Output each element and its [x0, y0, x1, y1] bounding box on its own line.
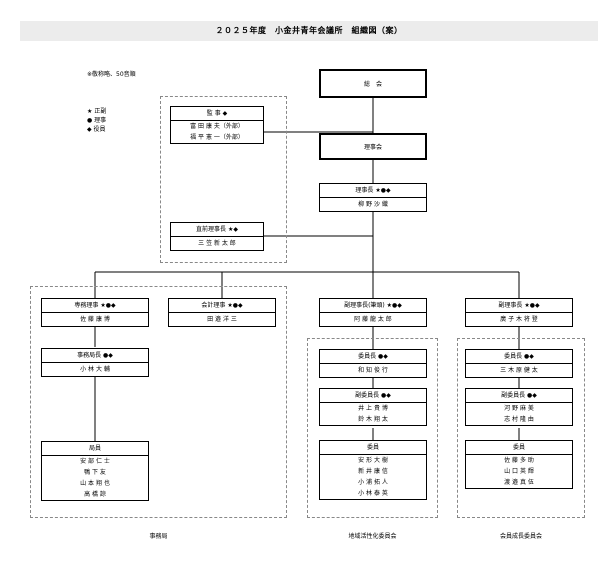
regional-member: 小 浦 拓 人 — [358, 479, 388, 486]
regional-members-role: 委員 — [320, 441, 426, 455]
membership-vice-member: 河 野 麻 美 — [504, 405, 534, 412]
secretariat-label: 事務局 — [149, 533, 168, 540]
office-chief-box: 事務局長 ●◆ 小 林 大 輔 — [41, 348, 149, 377]
page-title: ２０２５年度 小金井青年会議所 組織図（案） — [20, 21, 598, 41]
treasurer-box: 会計理事 ★●◆ 田 邉 洋 三 — [168, 298, 276, 327]
membership-group — [457, 338, 585, 518]
membership-members-box: 委員 佐 藤 多 助 山 口 英 輝 渡 邉 真 伍 — [465, 440, 573, 489]
membership-member: 渡 邉 真 伍 — [504, 479, 534, 486]
president-role: 理事長 ★●◆ — [320, 184, 426, 198]
staff-box: 局員 安 部 仁 士 鴨 下 友 山 本 翔 也 高 橋 諒 — [41, 441, 149, 501]
legend: ★ 正副 ● 理事 ◆ 役員 — [87, 107, 106, 134]
office-chief-role: 事務局長 ●◆ — [42, 349, 148, 363]
legend-item-vice: ★ 正副 — [87, 108, 107, 115]
membership-label: 会員成長委員会 — [499, 533, 542, 540]
vp-box: 副理事長 ★●◆ 廣 子 木 将 登 — [465, 298, 573, 327]
officers-group — [160, 96, 287, 263]
staff-role: 局員 — [42, 442, 148, 456]
managing-director-role: 専務理事 ★●◆ — [42, 299, 148, 313]
auditor-member: 富 田 康 夫（外部） — [190, 123, 244, 130]
past-president-box: 直前理事長 ★◆ 三 笠 新 太 郎 — [170, 222, 264, 251]
past-president-role: 直前理事長 ★◆ — [171, 223, 263, 237]
staff-member: 鴨 下 友 — [84, 469, 106, 476]
membership-members-role: 委員 — [466, 441, 572, 455]
general-assembly-box: 総 会 — [319, 69, 427, 98]
regional-vice-member: 鈴 木 翔 太 — [358, 416, 388, 423]
regional-chair-role: 委員長 ●◆ — [320, 350, 426, 364]
vp-lead-role: 副理事長(筆頭) ★●◆ — [320, 299, 426, 313]
membership-chair-role: 委員長 ●◆ — [466, 350, 572, 364]
membership-vice-member: 志 村 隆 由 — [504, 416, 534, 423]
vp-lead-name: 阿 藤 龍 太 郎 — [354, 316, 392, 323]
treasurer-name: 田 邉 洋 三 — [207, 316, 237, 323]
past-president-name: 三 笠 新 太 郎 — [198, 240, 236, 247]
vp-lead-box: 副理事長(筆頭) ★●◆ 阿 藤 龍 太 郎 — [319, 298, 427, 327]
regional-chair-box: 委員長 ●◆ 和 知 俊 行 — [319, 349, 427, 378]
managing-director-name: 佐 藤 康 博 — [80, 316, 110, 323]
president-name: 柳 野 沙 織 — [358, 201, 388, 208]
staff-member: 山 本 翔 也 — [80, 480, 110, 487]
membership-member: 佐 藤 多 助 — [504, 457, 534, 464]
regional-member: 安 形 大 樹 — [358, 457, 388, 464]
honorific-note: ※敬称略、50音順 — [87, 71, 136, 78]
membership-vice-box: 副委員長 ●◆ 河 野 麻 美 志 村 隆 由 — [465, 388, 573, 426]
regional-vice-box: 副委員長 ●◆ 井 上 貴 博 鈴 木 翔 太 — [319, 388, 427, 426]
regional-group — [307, 338, 438, 518]
managing-director-box: 専務理事 ★●◆ 佐 藤 康 博 — [41, 298, 149, 327]
membership-chair-box: 委員長 ●◆ 三 木 原 健 太 — [465, 349, 573, 378]
auditor-member: 福 平 憲 一（外部） — [190, 134, 244, 141]
secretariat-group — [30, 286, 287, 518]
regional-member: 新 井 康 信 — [358, 468, 388, 475]
membership-member: 山 口 英 輝 — [504, 468, 534, 475]
regional-vice-role: 副委員長 ●◆ — [320, 389, 426, 403]
office-chief-name: 小 林 大 輔 — [80, 366, 110, 373]
president-box: 理事長 ★●◆ 柳 野 沙 織 — [319, 183, 427, 212]
membership-vice-role: 副委員長 ●◆ — [466, 389, 572, 403]
legend-item-officer: ◆ 役員 — [87, 126, 106, 133]
auditor-box: 監 事 ◆ 富 田 康 夫（外部） 福 平 憲 一（外部） — [170, 106, 264, 144]
treasurer-role: 会計理事 ★●◆ — [169, 299, 275, 313]
legend-item-director: ● 理事 — [87, 117, 107, 124]
board-box: 理事会 — [319, 133, 427, 160]
regional-label: 地域活性化委員会 — [348, 533, 397, 540]
membership-chair-name: 三 木 原 健 太 — [500, 367, 538, 374]
vp-role: 副理事長 ★●◆ — [466, 299, 572, 313]
regional-vice-member: 井 上 貴 博 — [358, 405, 388, 412]
regional-member: 小 林 泰 英 — [358, 490, 388, 497]
vp-name: 廣 子 木 将 登 — [500, 316, 538, 323]
regional-chair-name: 和 知 俊 行 — [358, 367, 388, 374]
auditor-role: 監 事 ◆ — [171, 107, 263, 121]
staff-member: 高 橋 諒 — [84, 491, 106, 498]
staff-member: 安 部 仁 士 — [80, 458, 110, 465]
regional-members-box: 委員 安 形 大 樹 新 井 康 信 小 浦 拓 人 小 林 泰 英 — [319, 440, 427, 500]
